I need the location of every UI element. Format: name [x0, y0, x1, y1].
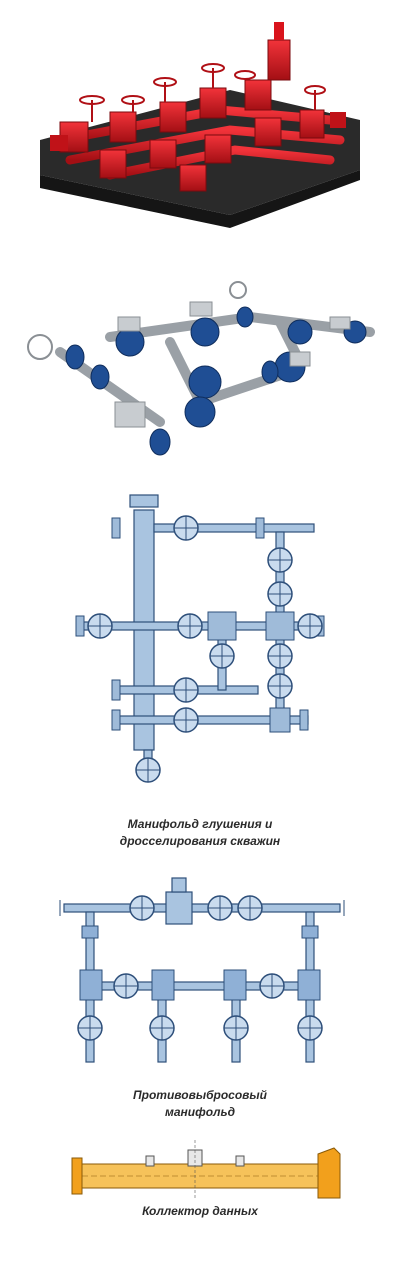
data-header-caption: Коллектор данных [0, 1203, 400, 1220]
data-header-diagram [0, 1140, 400, 1200]
red-manifold-photo [0, 0, 400, 250]
caption-line: манифольд [164, 1105, 236, 1119]
bop-manifold-caption: Противовыбросовый манифольд [0, 1087, 400, 1121]
caption-line: Противовыбросовый [133, 1088, 267, 1102]
caption-line: Коллектор данных [142, 1204, 258, 1218]
caption-line: дросселирования скважин [119, 834, 281, 848]
kill-choke-manifold-caption: Манифольд глушения и дросселирования скв… [0, 816, 400, 850]
blue-manifold-render [0, 262, 400, 472]
bop-manifold-diagram [0, 870, 400, 1070]
caption-line: Манифольд глушения и [127, 817, 273, 831]
kill-choke-manifold-diagram [0, 490, 400, 790]
